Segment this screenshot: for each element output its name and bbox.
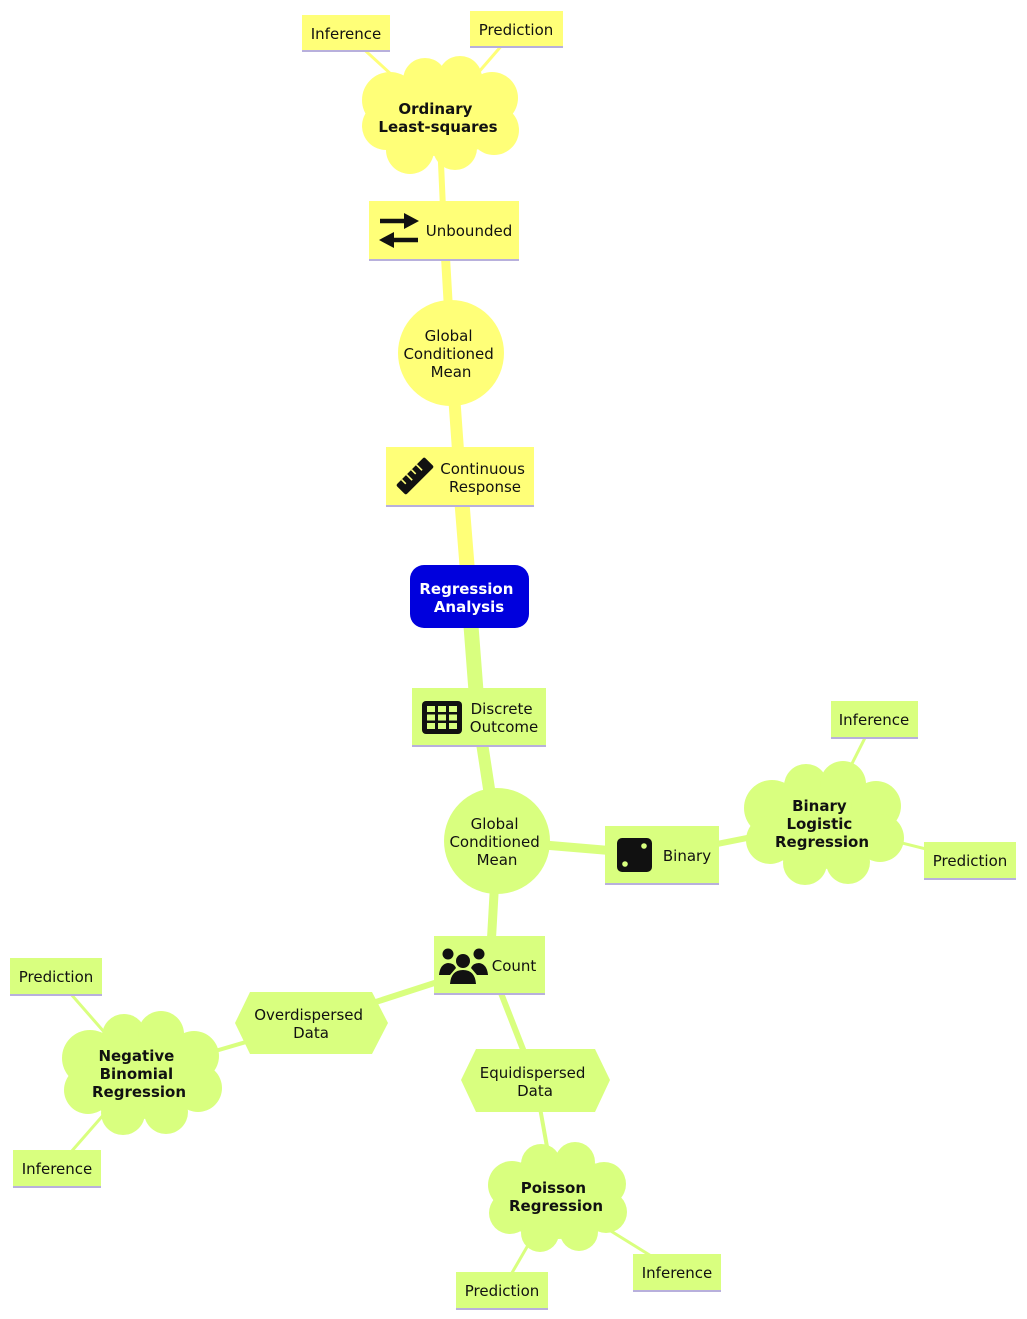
- node-unbounded[interactable]: Unbounded: [369, 201, 519, 261]
- node-discrete-outcome[interactable]: Discrete Outcome: [412, 688, 546, 747]
- node-label: Global Conditioned Mean: [403, 327, 498, 381]
- node-label: Discrete Outcome: [470, 700, 538, 736]
- node-logistic-prediction[interactable]: Prediction: [924, 842, 1016, 880]
- node-ols-prediction[interactable]: Prediction: [470, 11, 563, 48]
- node-label: Poisson Regression: [509, 1179, 603, 1215]
- node-label: Prediction: [19, 968, 94, 986]
- node-poisson-prediction[interactable]: Prediction: [456, 1272, 548, 1310]
- node-label: Global Conditioned Mean: [449, 815, 544, 869]
- node-label: Unbounded: [426, 222, 512, 240]
- node-label: Overdispersed Data: [254, 1006, 368, 1042]
- node-label: Inference: [839, 711, 910, 729]
- cloud-shape: [744, 761, 904, 885]
- node-label: Binary Logistic Regression: [775, 797, 869, 851]
- node-label: Regression Analysis: [419, 580, 518, 616]
- node-logistic-inference[interactable]: Inference: [831, 701, 918, 739]
- ruler-icon: [396, 457, 434, 495]
- node-label: Equidispersed Data: [480, 1064, 590, 1100]
- node-label: Inference: [311, 25, 382, 43]
- node-label: Negative Binomial Regression: [92, 1047, 186, 1101]
- node-label: Ordinary Least-squares: [378, 100, 497, 136]
- node-label: Prediction: [465, 1282, 540, 1300]
- cloud-shape: [362, 56, 519, 174]
- node-ols-inference[interactable]: Inference: [302, 15, 390, 52]
- node-global-conditioned-mean-discrete[interactable]: Global Conditioned Mean: [444, 788, 550, 894]
- node-label: Prediction: [933, 852, 1008, 870]
- node-binary-logistic-regression[interactable]: Binary Logistic Regression: [744, 761, 904, 885]
- dice-icon: [617, 838, 652, 872]
- node-label: Prediction: [479, 21, 554, 39]
- cloud-shape: [488, 1142, 627, 1252]
- node-negbin-prediction[interactable]: Prediction: [10, 958, 102, 996]
- node-poisson-inference[interactable]: Inference: [633, 1254, 721, 1292]
- node-negbin-inference[interactable]: Inference: [13, 1150, 101, 1188]
- cloud-shape: [62, 1011, 222, 1135]
- node-overdispersed-data[interactable]: Overdispersed Data: [235, 992, 388, 1054]
- node-poisson-regression[interactable]: Poisson Regression: [488, 1142, 627, 1252]
- node-label: Inference: [642, 1264, 713, 1282]
- node-ordinary-least-squares[interactable]: Ordinary Least-squares: [362, 56, 519, 174]
- table-grid-icon: [422, 701, 462, 734]
- node-count[interactable]: Count: [434, 936, 545, 995]
- node-label: Count: [492, 957, 537, 975]
- node-regression-analysis-root[interactable]: Regression Analysis: [410, 565, 529, 628]
- node-equidispersed-data[interactable]: Equidispersed Data: [461, 1049, 610, 1112]
- node-continuous-response[interactable]: Continuous Response: [386, 447, 534, 507]
- node-negative-binomial-regression[interactable]: Negative Binomial Regression: [62, 1011, 222, 1135]
- node-label: Inference: [22, 1160, 93, 1178]
- users-group-icon: [439, 948, 488, 984]
- node-global-conditioned-mean-continuous[interactable]: Global Conditioned Mean: [398, 300, 504, 406]
- arrows-right-left-icon: [379, 213, 419, 248]
- node-label: Continuous Response: [440, 460, 530, 496]
- node-binary[interactable]: Binary: [605, 826, 719, 885]
- node-label: Binary: [663, 847, 711, 865]
